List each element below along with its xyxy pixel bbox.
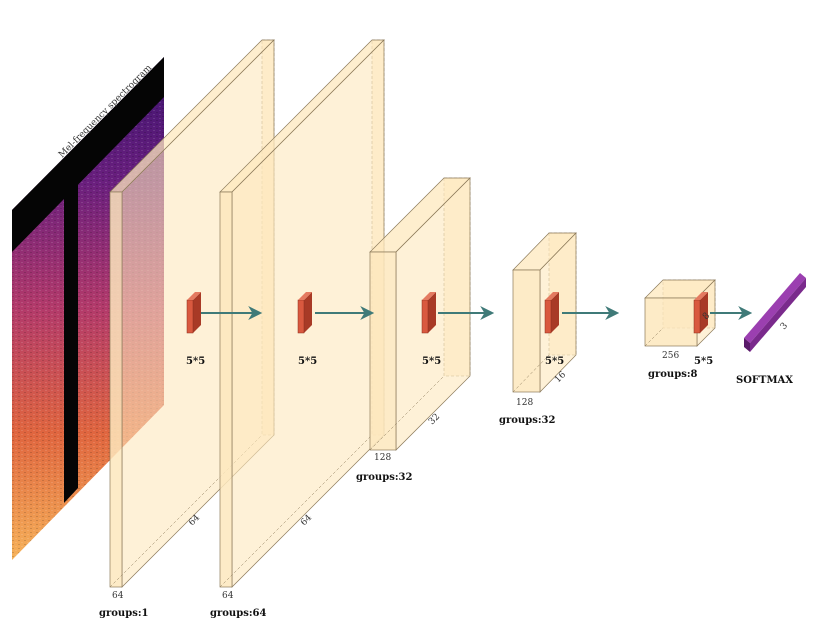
- kernel-5-size-label: 5*5: [694, 356, 713, 367]
- block-4-groups-label: groups:32: [499, 415, 555, 426]
- kernel-3: [421, 292, 436, 334]
- kernel-1-size-label: 5*5: [186, 356, 205, 367]
- spectrogram-dark-band: [12, 57, 164, 252]
- kernel-2: [297, 292, 312, 334]
- softmax-output: 3 SOFTMAX: [736, 273, 806, 386]
- kernel-4-size-label: 5*5: [545, 356, 564, 367]
- block-2-groups-label: groups:64: [210, 608, 266, 619]
- block-5-depth-label: 8: [701, 311, 712, 322]
- block-1-height-label: 64: [112, 591, 124, 601]
- kernel-3-size-label: 5*5: [422, 356, 441, 367]
- softmax-label: SOFTMAX: [736, 375, 793, 386]
- block-2-height-label: 64: [222, 591, 234, 601]
- block-3-height-label: 128: [374, 453, 391, 463]
- kernel-4: [544, 292, 559, 334]
- block-5-groups-label: groups:8: [648, 369, 698, 380]
- kernel-5: [693, 292, 708, 334]
- block-5-height-label: 256: [662, 351, 679, 361]
- kernel-2-size-label: 5*5: [298, 356, 317, 367]
- block-1-groups-label: groups:1: [99, 608, 148, 619]
- softmax-depth-label: 3: [779, 321, 790, 332]
- kernel-1: [186, 292, 201, 334]
- block-4-height-label: 128: [516, 398, 533, 408]
- block-3-groups-label: groups:32: [356, 472, 412, 483]
- spectrogram-dark-column: [64, 144, 78, 503]
